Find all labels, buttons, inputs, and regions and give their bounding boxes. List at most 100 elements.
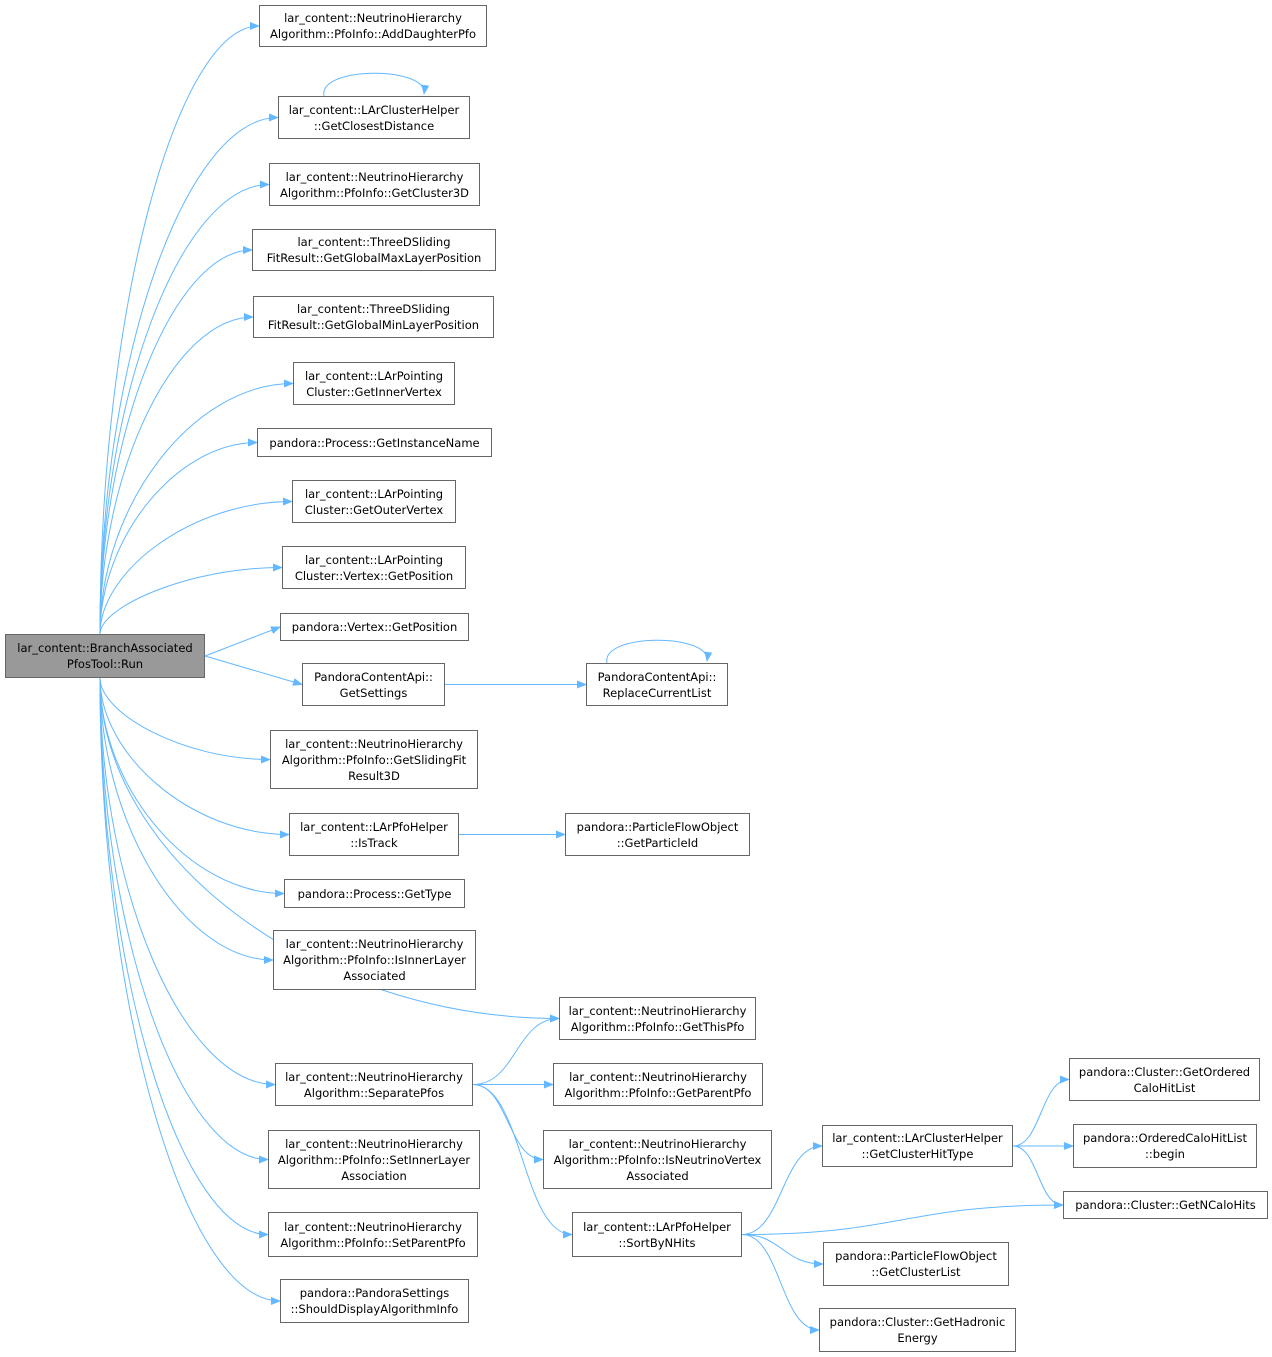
node-label-line: ::GetClosestDistance — [313, 118, 435, 133]
node-get-settings[interactable]: PandoraContentApi::GetSettings — [302, 663, 445, 706]
node-label-line: pandora::Process::GetType — [297, 886, 452, 901]
node-label-line: lar_content::LArPfoHelper — [583, 1219, 731, 1234]
edge-replace-current-list-to-replace-current-list — [606, 639, 713, 664]
node-label-line: Algorithm::PfoInfo::AddDaughterPfo — [270, 27, 476, 41]
node-label-line: pandora::Cluster::GetHadronic — [829, 1315, 1006, 1329]
node-label-line: pandora::ParticleFlowObject — [576, 819, 739, 834]
edge-get-cluster-hit-type-to-get-n-calo-hits — [1012, 1145, 1064, 1209]
node-label-line: GetSettings — [339, 685, 408, 700]
node-label-line: CaloHitList — [1133, 1080, 1196, 1095]
node-label-line: lar_content::NeutrinoHierarchy — [285, 937, 464, 951]
node-label-line: ::GetClusterList — [871, 1265, 961, 1279]
edge-root-to-separate-pfos — [99, 677, 276, 1089]
node-label-line: lar_content::LArClusterHelper — [288, 102, 460, 117]
node-label-line: Algorithm::PfoInfo::GetCluster3D — [279, 185, 470, 200]
node-label-line: ::SortByNHits — [618, 1235, 696, 1250]
node-label-line: PandoraContentApi:: — [314, 669, 433, 684]
node-vertex-get-position[interactable]: pandora::Vertex::GetPosition — [280, 613, 469, 641]
node-label-line: Algorithm::PfoInfo::SetInnerLayer — [277, 1152, 471, 1167]
node-label-line: pandora::Cluster::GetOrdered — [1078, 1064, 1251, 1079]
edge-get-closest-distance-to-get-closest-distance — [323, 72, 430, 97]
node-label-line: lar_content::NeutrinoHierarchy — [285, 1136, 463, 1151]
node-get-type[interactable]: pandora::Process::GetType — [284, 879, 465, 908]
node-get-cluster-hit-type[interactable]: lar_content::LArClusterHelper::GetCluste… — [822, 1125, 1013, 1167]
edge-root-to-get-inner-vertex — [99, 379, 294, 635]
node-is-track[interactable]: lar_content::LArPfoHelper::IsTrack — [289, 813, 459, 856]
node-label-line: lar_content::BranchAssociated — [17, 641, 193, 655]
edge-root-to-set-parent-pfo — [99, 677, 269, 1239]
node-label-line: lar_content::ThreeDSliding — [296, 302, 451, 316]
node-get-instance-name[interactable]: pandora::Process::GetInstanceName — [257, 428, 492, 457]
edge-root-to-get-outer-vertex — [99, 497, 293, 635]
node-label-line: pandora::Process::GetInstanceName — [269, 435, 480, 450]
node-label-line: pandora::ParticleFlowObject — [835, 1249, 997, 1263]
node-label-line: Algorithm::PfoInfo::GetParentPfo — [564, 1085, 752, 1100]
node-get-particle-id[interactable]: pandora::ParticleFlowObject::GetParticle… — [565, 813, 750, 856]
edge-root-to-get-global-min-layer-position — [99, 313, 254, 635]
node-replace-current-list[interactable]: PandoraContentApi::ReplaceCurrentList — [586, 663, 728, 706]
node-label-line: Energy — [897, 1331, 938, 1345]
edge-separate-pfos-to-get-this-pfo — [472, 1014, 560, 1085]
node-label-line: Algorithm::PfoInfo::GetSlidingFit — [281, 752, 467, 767]
edge-root-to-get-cluster-3d — [99, 180, 270, 635]
node-label-line: Algorithm::PfoInfo::SetParentPfo — [280, 1235, 466, 1250]
edge-root-to-get-this-pfo — [99, 677, 560, 1023]
node-label-line: lar_content::NeutrinoHierarchy — [285, 736, 463, 751]
edge-separate-pfos-to-sort-by-n-hits — [472, 1084, 573, 1239]
node-label-line: ::begin — [1145, 1147, 1185, 1161]
edge-get-cluster-hit-type-to-get-ordered-calo-hit-list — [1012, 1075, 1070, 1147]
node-label-line: ReplaceCurrentList — [602, 685, 712, 700]
node-get-n-calo-hits[interactable]: pandora::Cluster::GetNCaloHits — [1063, 1191, 1268, 1219]
node-should-display-algorithm-info[interactable]: pandora::PandoraSettings::ShouldDisplayA… — [280, 1279, 469, 1323]
node-label-line: Cluster::Vertex::GetPosition — [294, 568, 454, 583]
edge-separate-pfos-to-is-neutrino-vertex-associated — [472, 1084, 544, 1164]
node-label-line: PandoraContentApi:: — [597, 669, 717, 684]
node-label-line: lar_content::NeutrinoHierarchy — [568, 1136, 747, 1151]
node-label-line: Algorithm::PfoInfo::IsInnerLayer — [283, 953, 466, 967]
node-label-line: lar_content::LArPointing — [304, 552, 444, 567]
node-label-line: lar_content::LArPointing — [304, 368, 444, 383]
node-get-cluster-list[interactable]: pandora::ParticleFlowObject::GetClusterL… — [823, 1242, 1009, 1286]
node-get-closest-distance[interactable]: lar_content::LArClusterHelper::GetCloses… — [278, 96, 470, 139]
node-label-line: Algorithm::PfoInfo::IsNeutrinoVertex — [553, 1152, 762, 1167]
node-label-line: ::IsTrack — [350, 835, 398, 850]
edge-sort-by-n-hits-to-get-cluster-list — [741, 1234, 824, 1268]
edge-root-to-add-daughter-pfo — [99, 22, 260, 635]
node-ordered-calo-hit-list-begin[interactable]: pandora::OrderedCaloHitList::begin — [1073, 1124, 1257, 1168]
node-label-line: lar_content::NeutrinoHierarchy — [568, 1003, 747, 1018]
node-label-line: FitResult::GetGlobalMinLayerPosition — [267, 318, 480, 332]
node-label-line: Algorithm::PfoInfo::GetThisPfo — [570, 1019, 745, 1034]
edge-root-to-pointing-vertex-get-position — [99, 563, 283, 635]
node-label-line: Associated — [626, 1168, 689, 1183]
edge-root-to-is-track — [99, 677, 290, 839]
edge-sort-by-n-hits-to-get-n-calo-hits — [741, 1201, 1064, 1235]
node-label-line: pandora::OrderedCaloHitList — [1082, 1131, 1248, 1145]
edge-sort-by-n-hits-to-get-hadronic-energy — [741, 1234, 820, 1334]
node-sort-by-n-hits[interactable]: lar_content::LArPfoHelper::SortByNHits — [572, 1212, 742, 1257]
edge-root-to-get-sliding-fit-result-3d — [99, 677, 271, 764]
node-label-line: Cluster::GetInnerVertex — [306, 384, 442, 399]
edge-sort-by-n-hits-to-get-cluster-hit-type — [741, 1142, 823, 1235]
node-label-line: lar_content::LArPfoHelper — [300, 819, 448, 834]
edge-root-to-get-global-max-layer-position — [99, 246, 253, 635]
node-label-line: pandora::Cluster::GetNCaloHits — [1075, 1198, 1256, 1212]
